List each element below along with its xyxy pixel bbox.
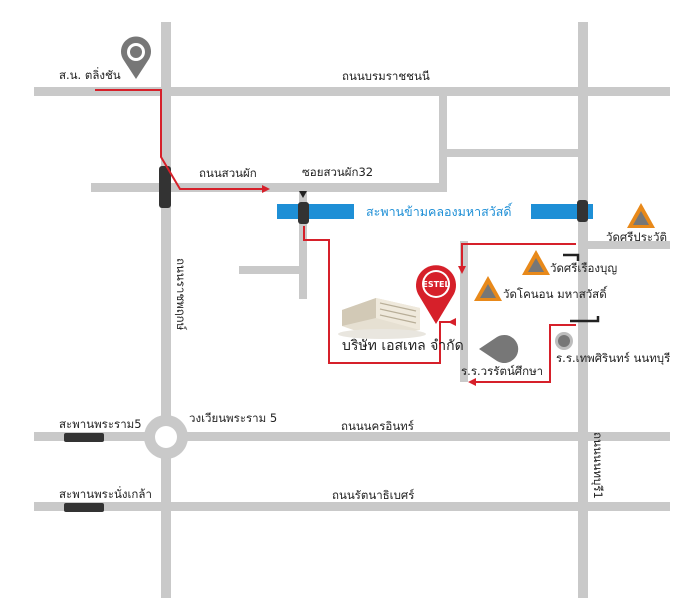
route-from-taling-chan [95,89,263,190]
route-lines [95,89,576,383]
label-company: บริษัท เอสเทล จำกัด [342,338,464,354]
road-borommaratchachonnani [34,87,670,96]
route-soi-to-company [303,226,455,364]
label-phra-nang-klao-bridge: สะพานพระนั่งเกล้า [59,486,152,501]
bridge-pillar-right [577,200,588,222]
taling-chan-pin-icon [121,36,151,79]
label-canal-bridge: สะพานข้ามคลองมหาสวัสดิ์ [366,202,513,219]
wat-si-rueang-bun-icon [522,250,550,275]
label-soi-suan-phak-32: ซอยสวนผัก32 [302,165,373,179]
rama5-bridge-icon [64,433,104,442]
rama5-roundabout [144,415,188,459]
soi-32-arrow-icon [299,191,307,198]
label-suan-phak: ถนนสวนผัก [199,166,257,180]
theppharin-school-marker-icon [555,332,573,350]
company-logo-text: ESTEL [422,280,449,289]
road-branch-vertical [439,95,447,192]
route-right-to-soi [461,243,576,268]
wat-khok-non-icon [474,276,502,301]
road-nakhon-in [34,432,670,441]
label-rama5-roundabout: วงเวียนพระราม 5 [189,411,277,425]
label-ratchaphruek: ถนนราชพฤกษ์ [174,258,188,331]
label-nakhon-in: ถนนนครอินทร์ [341,419,414,433]
bridge-pillar-left [298,202,309,224]
label-wat-si-rueang-bun: วัดศรีเรืองบุญ [550,261,617,275]
canal-bridge-bar-left [277,204,354,219]
road-ratchaphruek [161,22,171,598]
road-network [34,22,670,598]
label-rattanathibet: ถนนรัตนาธิเบศร์ [332,488,414,502]
school-road-markers [563,253,600,323]
company-building-image [338,298,426,339]
road-soi-side [239,266,303,274]
wararat-school-marker-icon [479,335,519,364]
company-location-pin-icon: ESTEL [416,265,456,324]
road-suan-phak [91,183,447,192]
flyover-ratchaphruek [159,166,171,208]
road-rattanathibet [34,502,670,511]
label-school-theppharin: ร.ร.เทพศิรินทร์ นนทบุรี [556,351,670,365]
label-wat-khok-non: วัดโคนอน มหาสวัสดิ์ [503,285,608,301]
road-branch-horizontal [439,149,580,157]
route-school-loop [475,324,576,383]
road-right-branch [586,241,670,249]
road-nonthaburi-1 [578,22,588,598]
wat-si-prawat-icon [627,203,655,228]
label-borommaratchachonnani: ถนนบรมราชชนนี [342,69,430,83]
label-rama5-bridge: สะพานพระราม5 [59,417,142,431]
canal-bridge [277,200,593,224]
phra-nang-klao-bridge-icon [64,503,104,512]
road-soi-suan-phak-32 [299,192,307,299]
route-arrows [262,185,476,386]
label-taling-chan: ส.น. ตลิ่งชัน [59,67,121,82]
label-school-wararat: ร.ร.วรรัตน์ศึกษา [461,364,543,378]
label-wat-si-prawat: วัดศรีประวัติ [606,230,667,244]
road-right-soi [460,241,468,382]
label-nonthaburi-1: ถนนนนทบุรี1 [591,432,605,499]
